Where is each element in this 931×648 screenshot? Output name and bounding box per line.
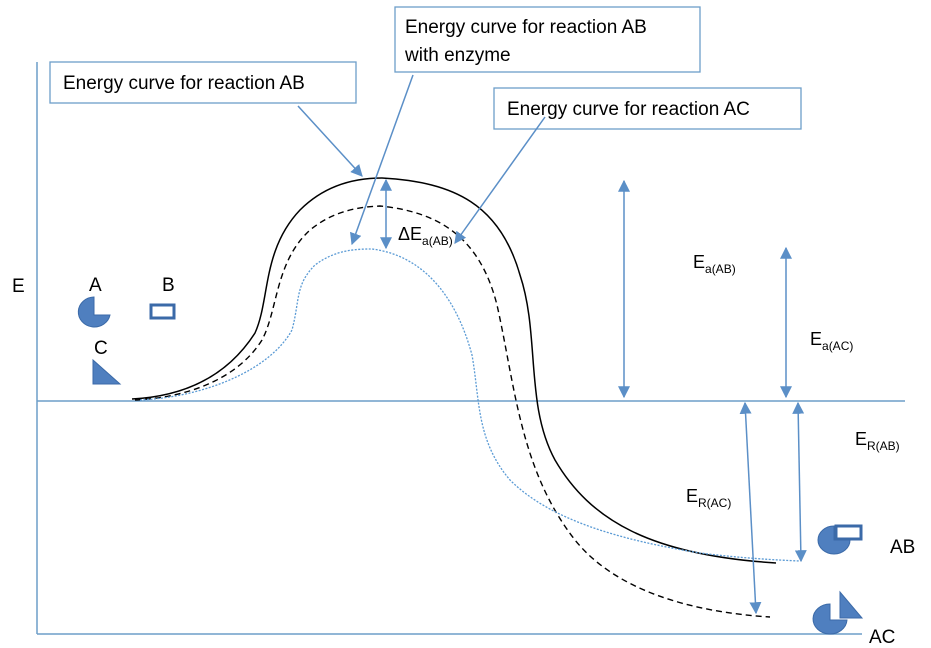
curve-reaction-ab-with-enzyme (134, 205, 771, 618)
molecule-c (92, 358, 122, 385)
arrow-er-ab (792, 401, 807, 563)
molecule-ac (812, 590, 864, 635)
callout-text-ac: Energy curve for reaction AC (507, 99, 750, 120)
pointer-curve-ab-enzyme (350, 74, 414, 246)
molecule-ab (817, 524, 863, 555)
callout-text-ab-enzyme-line1: Energy curve for reaction AB (405, 17, 647, 38)
pointer-curve-ab (297, 105, 363, 177)
label-er-ac: ER(AC) (686, 486, 731, 510)
label-a: A (89, 275, 102, 296)
callout-box-ac (493, 87, 802, 130)
label-er-ab: ER(AB) (855, 429, 900, 453)
label-ea-ab: Ea(AB) (693, 252, 736, 276)
label-ea-ac: Ea(AC) (810, 329, 853, 353)
curve-reaction-ac (139, 248, 801, 562)
label-delta-ea-ab: ΔEa(AB) (398, 224, 453, 248)
callout-text-ab-enzyme-line2: with enzyme (404, 45, 511, 66)
e-axis-label: E (12, 276, 25, 297)
pointer-curve-ac (454, 116, 546, 244)
arrow-er-ac (739, 401, 762, 615)
molecule-b (149, 303, 176, 320)
callout-box-ab (49, 61, 357, 104)
label-b: B (162, 275, 175, 296)
callout-box-ab-enzyme (394, 6, 701, 73)
callout-text-ab: Energy curve for reaction AB (63, 73, 305, 94)
molecule-a (77, 296, 111, 328)
label-product-ab: AB (890, 537, 915, 558)
curve-reaction-ab (131, 177, 777, 564)
label-c: C (94, 338, 108, 359)
label-product-ac: AC (869, 627, 895, 648)
